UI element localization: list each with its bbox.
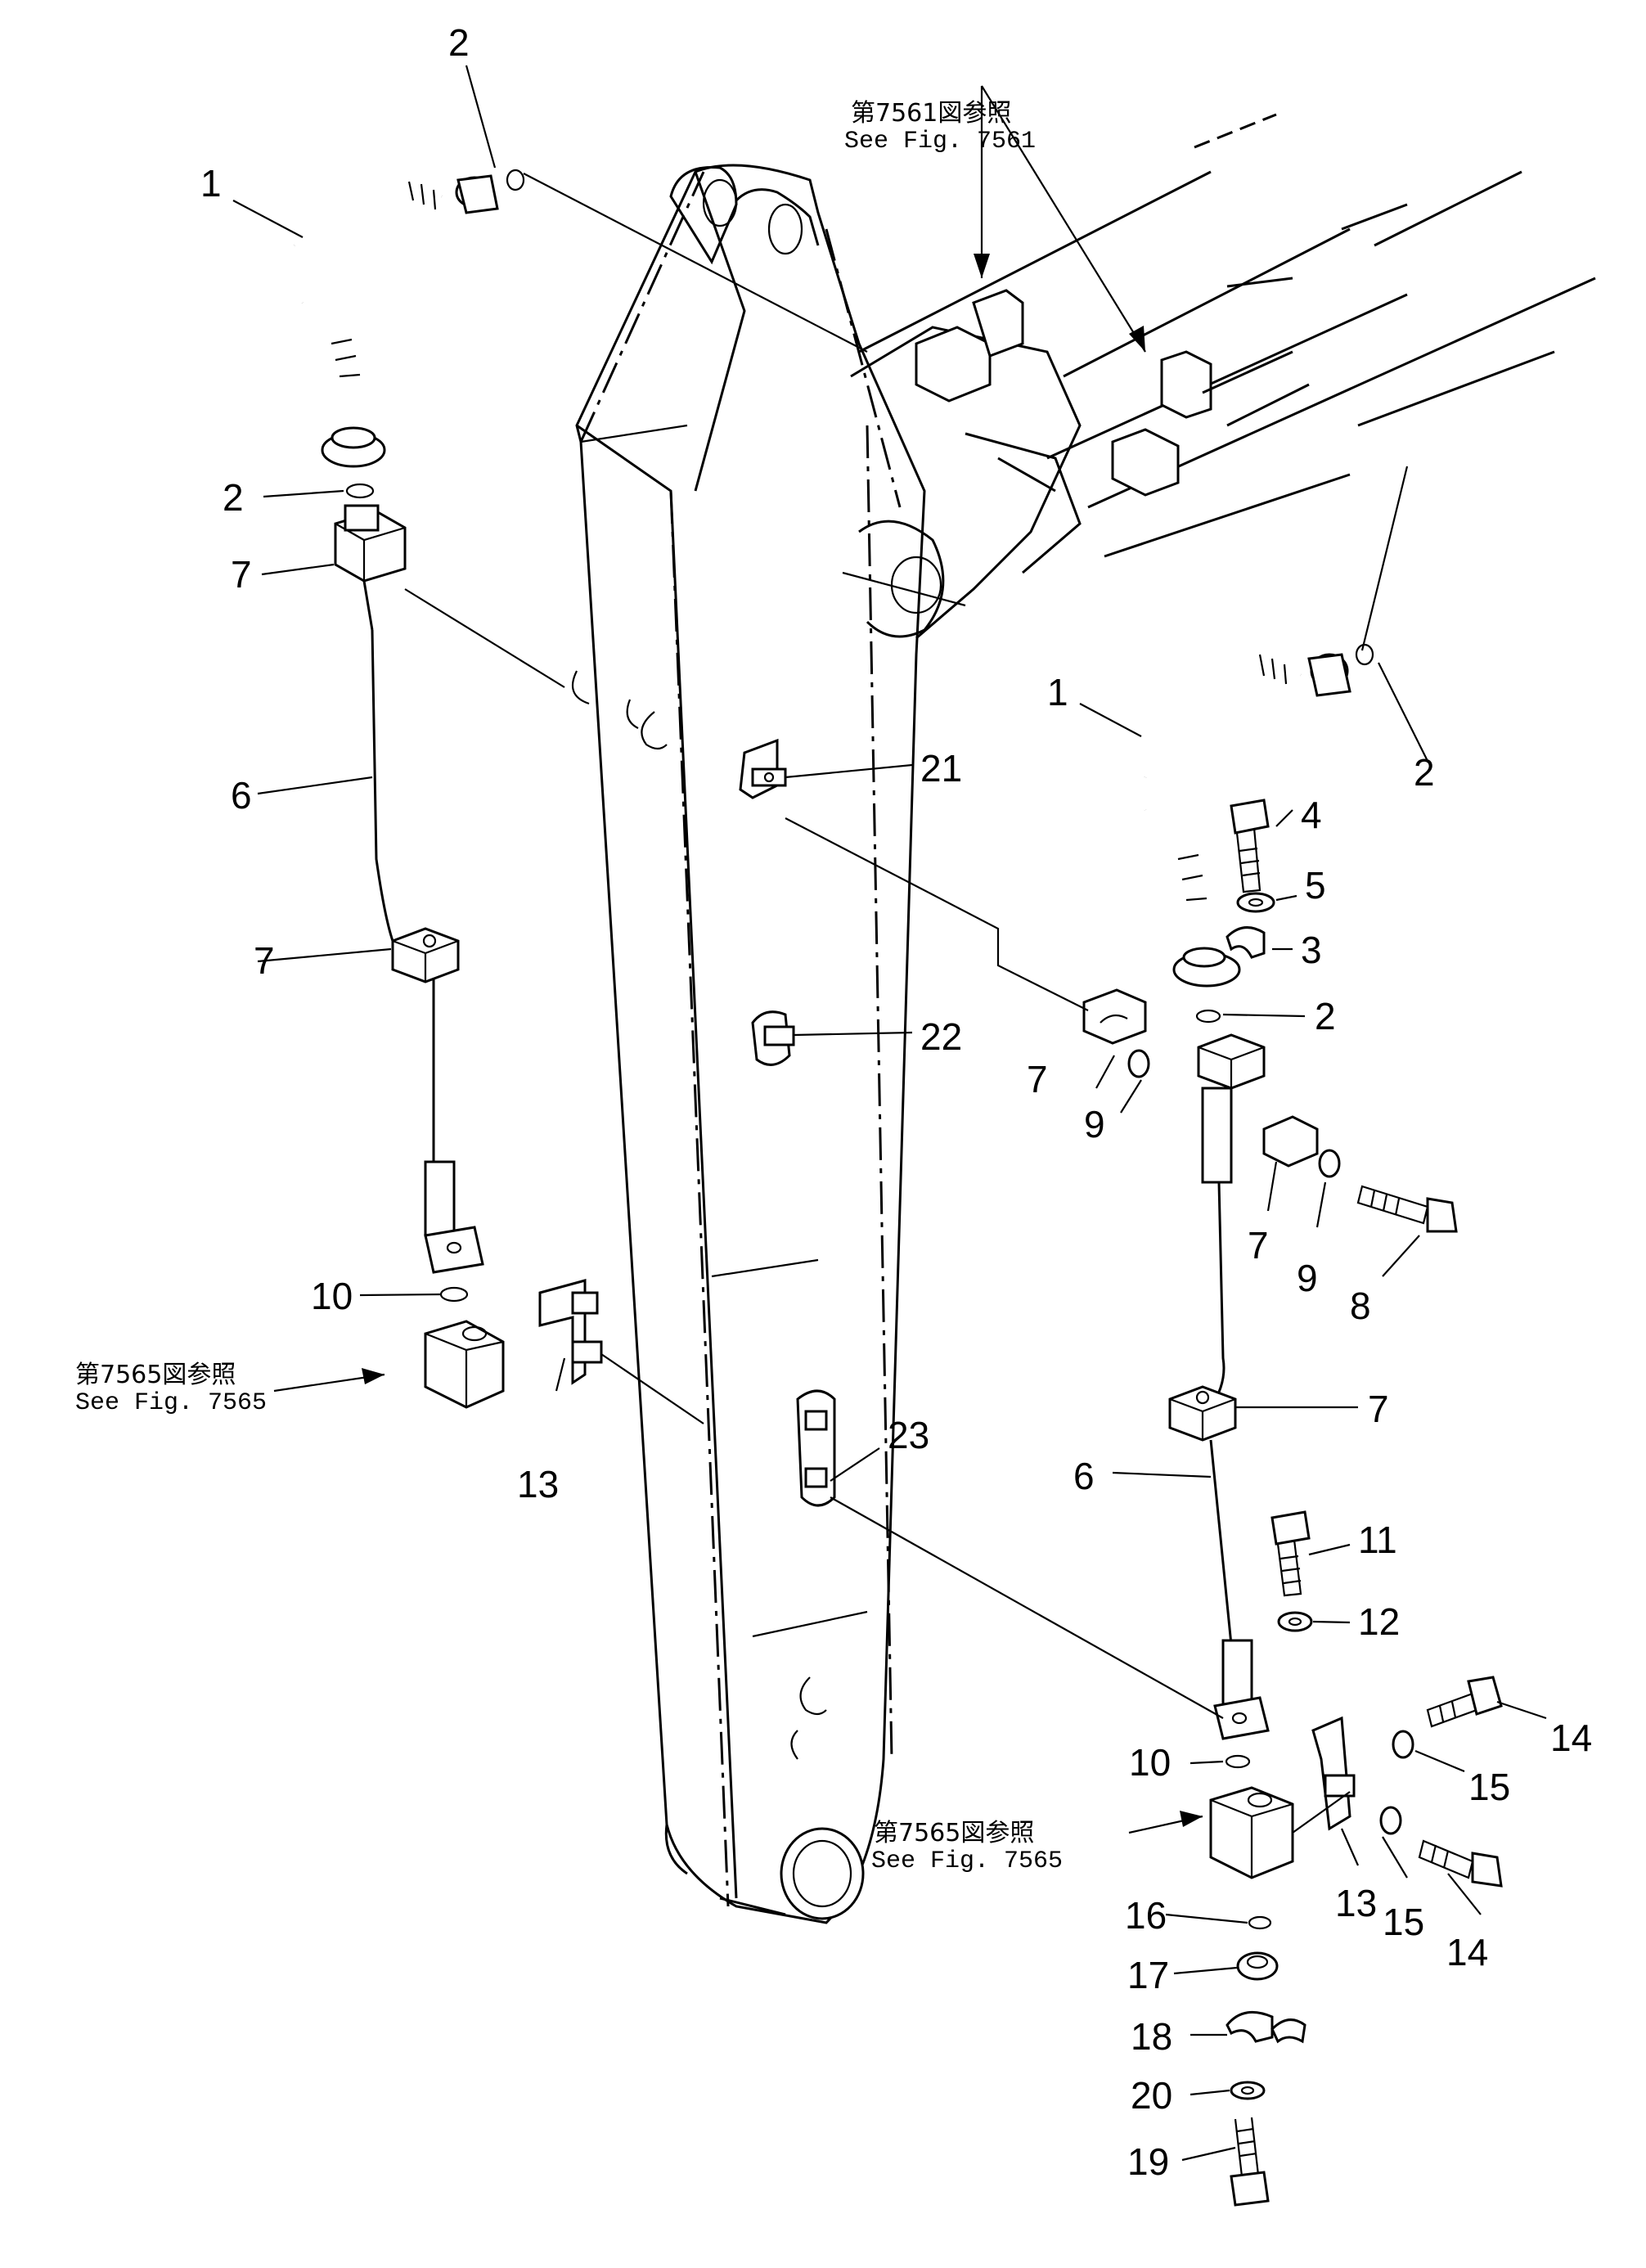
callout: 19 bbox=[1127, 2140, 1169, 2183]
reference-7561-en: See Fig. 7561 bbox=[844, 128, 1036, 155]
left-hose-assembly bbox=[285, 166, 499, 468]
callout: 13 bbox=[517, 1463, 559, 1505]
callout: 2 bbox=[448, 21, 470, 64]
right-collar-17 bbox=[1236, 1951, 1279, 1981]
callout: 20 bbox=[1131, 2074, 1172, 2117]
right-split-flange-3 bbox=[1226, 926, 1266, 959]
reference-label-7565-right: 第7565図参照 See Fig. 7565 bbox=[871, 1819, 1063, 1875]
right-o-ring-16 bbox=[1248, 1915, 1272, 1930]
right-o-ring-10 bbox=[1225, 1754, 1251, 1769]
left-pipe bbox=[371, 629, 435, 1162]
right-bolt-4 bbox=[1230, 799, 1270, 893]
right-bracket-13 bbox=[1311, 1716, 1356, 1831]
callout: 12 bbox=[1358, 1600, 1400, 1643]
callout: 2 bbox=[1414, 751, 1435, 794]
reference-label-7561: 第7561図参照 See Fig. 7561 bbox=[844, 99, 1036, 155]
callout: 1 bbox=[1047, 671, 1068, 713]
callout: 2 bbox=[223, 476, 244, 519]
left-bracket-13 bbox=[538, 1279, 603, 1385]
bracket-21 bbox=[739, 738, 787, 799]
callout: 1 bbox=[200, 162, 222, 205]
right-o-ring-mid bbox=[1195, 1009, 1221, 1024]
callout: 7 bbox=[1027, 1058, 1048, 1100]
right-valve-block bbox=[1209, 1786, 1294, 1879]
right-washer-12 bbox=[1277, 1611, 1313, 1632]
callout: 2 bbox=[1315, 995, 1336, 1037]
right-split-flange-18 bbox=[1226, 2010, 1306, 2044]
callout: 18 bbox=[1131, 2015, 1172, 2058]
right-bolt-11 bbox=[1270, 1510, 1311, 1597]
reference-label-7565-left: 第7565図参照 See Fig. 7565 bbox=[75, 1361, 267, 1417]
right-pipe-block-mid bbox=[1168, 1385, 1237, 1442]
right-washer-9a bbox=[1127, 1049, 1150, 1078]
callout: 9 bbox=[1084, 1103, 1105, 1145]
reference-7565-left-ja: 第7565図参照 bbox=[75, 1361, 236, 1389]
boom-structure bbox=[571, 113, 1596, 1924]
right-washer-5 bbox=[1236, 892, 1275, 913]
callout: 17 bbox=[1127, 1954, 1169, 1996]
left-o-ring-bottom bbox=[439, 1286, 469, 1303]
reference-7561-ja: 第7561図参照 bbox=[851, 99, 1011, 128]
callout: 10 bbox=[1129, 1741, 1171, 1784]
part-callouts: 2 1 2 7 6 7 10 13 21 22 23 1 2 4 5 3 2 7… bbox=[200, 21, 1592, 2183]
callout: 14 bbox=[1446, 1931, 1488, 1973]
reference-7565-left-en: See Fig. 7565 bbox=[75, 1389, 267, 1417]
right-bolt-14a bbox=[1426, 1676, 1503, 1728]
callout: 6 bbox=[1073, 1455, 1095, 1497]
left-pipe-lower bbox=[424, 1160, 484, 1274]
callout: 21 bbox=[920, 747, 962, 790]
callout: 7 bbox=[231, 553, 252, 596]
callout: 7 bbox=[254, 939, 275, 982]
callout: 15 bbox=[1468, 1766, 1510, 1808]
right-washer-15a bbox=[1392, 1730, 1414, 1759]
callout: 8 bbox=[1350, 1285, 1371, 1327]
callout: 7 bbox=[1248, 1224, 1269, 1267]
callout: 3 bbox=[1301, 929, 1322, 971]
leader-lines bbox=[232, 65, 1547, 2162]
right-o-ring-top bbox=[1355, 643, 1374, 666]
callout: 11 bbox=[1358, 1519, 1397, 1561]
left-valve-block bbox=[424, 1320, 505, 1409]
right-washer-20 bbox=[1230, 2081, 1266, 2100]
right-washer-9b bbox=[1318, 1149, 1341, 1178]
left-pipe-block-top bbox=[334, 504, 407, 631]
callout: 22 bbox=[920, 1015, 962, 1058]
bracket-23 bbox=[796, 1389, 836, 1507]
right-washer-15b bbox=[1379, 1806, 1402, 1835]
reference-7565-right-en: See Fig. 7565 bbox=[871, 1847, 1063, 1875]
callout: 13 bbox=[1335, 1882, 1377, 1924]
right-bolt-14b bbox=[1418, 1839, 1503, 1888]
callout: 4 bbox=[1301, 794, 1322, 836]
reference-7565-right-ja: 第7565図参照 bbox=[874, 1819, 1034, 1847]
callout: 7 bbox=[1368, 1388, 1389, 1430]
callout: 15 bbox=[1383, 1901, 1424, 1943]
right-hose-assembly bbox=[1136, 648, 1351, 988]
right-pipe-block-top bbox=[1197, 1033, 1266, 1184]
callout: 23 bbox=[888, 1414, 929, 1456]
right-bolt-8 bbox=[1356, 1185, 1458, 1233]
right-clamp-7b bbox=[1262, 1115, 1319, 1168]
right-pipe-lower bbox=[1213, 1639, 1270, 1740]
callout: 14 bbox=[1550, 1717, 1592, 1759]
callout: 10 bbox=[311, 1275, 353, 1317]
callout: 9 bbox=[1297, 1257, 1318, 1299]
callout: 6 bbox=[231, 774, 252, 817]
bracket-22 bbox=[751, 1010, 795, 1066]
callout: 5 bbox=[1305, 864, 1326, 907]
right-clamp-7a bbox=[1082, 988, 1147, 1045]
left-pipe-block-mid bbox=[391, 927, 460, 983]
right-bolt-19 bbox=[1230, 2117, 1270, 2207]
left-o-ring-top bbox=[506, 169, 525, 191]
callout: 16 bbox=[1125, 1894, 1167, 1937]
left-o-ring-mid bbox=[345, 483, 375, 499]
